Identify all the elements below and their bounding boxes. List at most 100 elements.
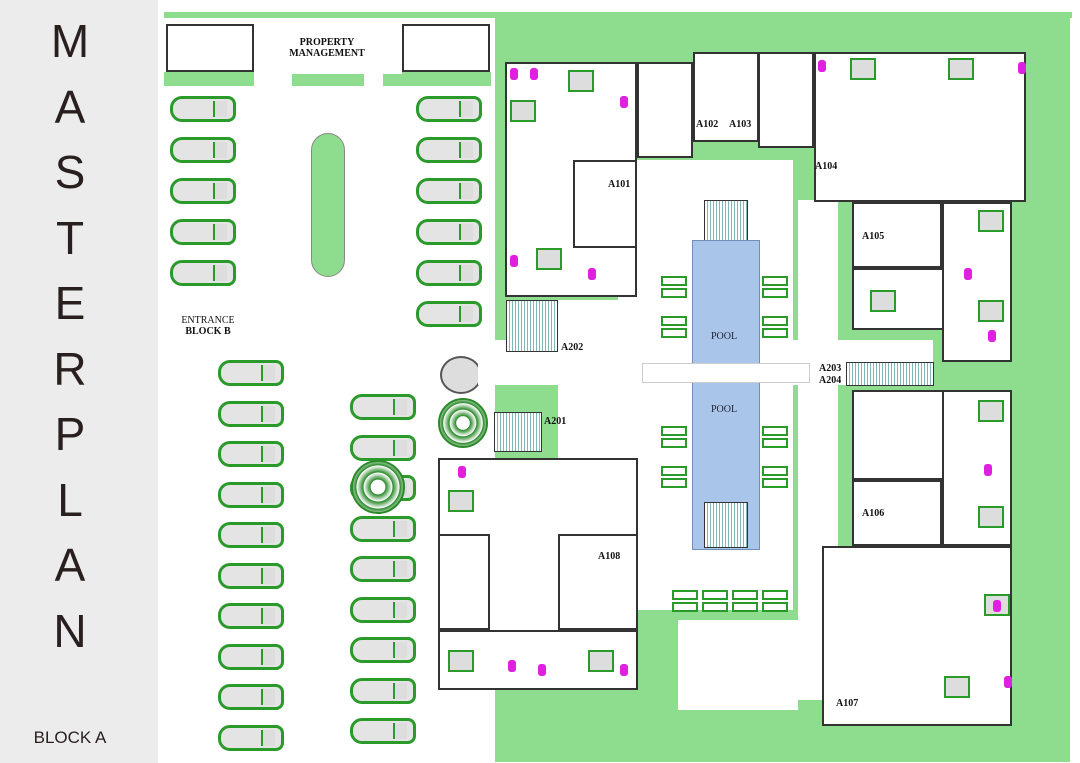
title-letter: S [54, 146, 86, 198]
sun-lounger [762, 466, 788, 476]
toilet [508, 660, 516, 672]
sun-lounger [702, 590, 728, 600]
parking-car [218, 481, 284, 508]
parking-car [416, 301, 482, 327]
sun-lounger [762, 590, 788, 600]
sun-lounger [661, 328, 687, 338]
pool-steps [704, 502, 748, 548]
toilet [510, 255, 518, 267]
parking-car [218, 724, 284, 751]
bed [948, 58, 974, 80]
sun-lounger [661, 438, 687, 448]
title-letter: T [55, 211, 85, 264]
parking-car [350, 434, 416, 461]
sun-lounger [661, 288, 687, 298]
toilet [530, 68, 538, 80]
sun-lounger [672, 602, 698, 612]
toilet [1018, 62, 1026, 74]
parking-car [218, 603, 284, 629]
sun-lounger [661, 478, 687, 488]
toilet [588, 268, 596, 280]
parking-car [416, 137, 482, 163]
title-letter: A [54, 539, 86, 591]
bed [536, 248, 562, 270]
parking-car [350, 556, 416, 582]
walkway [678, 620, 798, 710]
pool [692, 240, 760, 550]
unit-label-a103: A103 [729, 119, 752, 130]
unit-a107 [822, 546, 1012, 726]
unit-a108-bedrooms [438, 630, 638, 690]
parking-car [170, 260, 236, 286]
bed [510, 100, 536, 122]
unit-a108-room [558, 534, 638, 630]
sun-lounger [762, 328, 788, 338]
sun-lounger [762, 276, 788, 286]
sun-lounger [732, 602, 758, 612]
tree [438, 398, 488, 448]
sun-lounger [661, 426, 687, 436]
sun-lounger [661, 276, 687, 286]
parking-car [170, 137, 236, 163]
bed [448, 490, 474, 512]
title-letter: E [54, 277, 86, 329]
unit-label-a102: A102 [696, 119, 719, 130]
roundabout [440, 356, 482, 394]
unit-a106 [852, 480, 942, 546]
bed [978, 506, 1004, 528]
unit-label-a101: A101 [608, 179, 631, 190]
parking-car [416, 178, 482, 204]
bed [978, 400, 1004, 422]
parking-car [218, 643, 284, 670]
sun-lounger [762, 426, 788, 436]
toilet [620, 664, 628, 676]
parking-car [350, 596, 416, 623]
pool-steps [704, 200, 748, 242]
office-room [166, 24, 254, 72]
toilet [538, 664, 546, 676]
bed [850, 58, 876, 80]
sun-lounger [732, 590, 758, 600]
pool-label: POOL [711, 404, 738, 415]
toilet [458, 466, 466, 478]
stairs-a201 [494, 412, 542, 452]
sun-lounger [661, 466, 687, 476]
parking-car [170, 219, 236, 245]
unit-a104 [814, 52, 1026, 202]
courtyard [558, 300, 638, 460]
stairs-a203 [846, 362, 934, 386]
bed [568, 70, 594, 92]
tree [351, 460, 405, 514]
parking-car [218, 360, 284, 386]
toilet [818, 60, 826, 72]
bed [870, 290, 896, 312]
sun-lounger [661, 316, 687, 326]
parking-car [416, 96, 482, 122]
parking-car [350, 515, 416, 542]
toilet [993, 600, 1001, 612]
block-label: BLOCK A [33, 728, 107, 747]
unit-label-a106: A106 [862, 508, 885, 519]
parking-car [218, 562, 284, 589]
unit-label-a203: A203 [819, 363, 842, 374]
parking-car [350, 394, 416, 420]
parking-car [218, 400, 284, 427]
unit-a101-entry [573, 160, 637, 248]
toilet [510, 68, 518, 80]
bed [588, 650, 614, 672]
bed [944, 676, 970, 698]
title-letter: M [50, 15, 90, 67]
unit-a103-living [758, 52, 814, 148]
toilet [964, 268, 972, 280]
parking-car [218, 441, 284, 467]
bed [978, 300, 1004, 322]
bed [978, 210, 1004, 232]
parking-car [350, 677, 416, 704]
title-letter: N [53, 604, 87, 657]
sun-lounger [762, 316, 788, 326]
pool-bridge [642, 363, 810, 383]
toilet [1004, 676, 1012, 688]
